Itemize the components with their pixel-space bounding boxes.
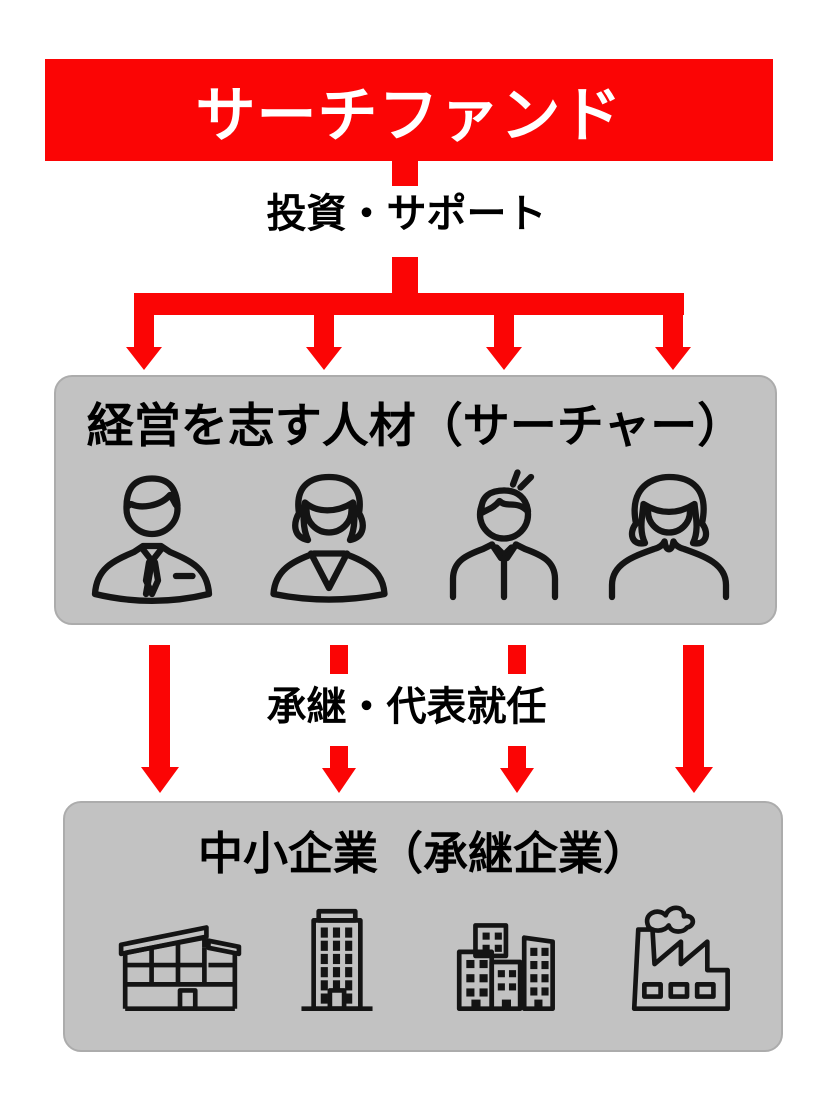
young-man-shirt-icon <box>429 459 579 615</box>
office-tower-icon <box>271 887 403 1035</box>
search-fund-banner: サーチファンド <box>45 59 773 161</box>
searchers-box: 経営を志す人材（サーチャー） <box>54 375 777 625</box>
connector-stub-top <box>392 161 418 186</box>
arrowhead-down-icon <box>486 347 522 370</box>
arrowhead-down-icon <box>500 768 534 793</box>
arrowhead-down-icon <box>126 347 162 370</box>
woman-long-hair-icon <box>594 459 744 615</box>
branch-bar <box>134 293 684 315</box>
businesswoman-bob-icon <box>254 459 404 615</box>
warehouse-building-icon <box>113 887 245 1035</box>
searchers-box-title: 経営を志す人材（サーチャー） <box>86 399 745 452</box>
companies-box: 中小企業（承継企業） <box>63 801 783 1052</box>
factory-icon <box>620 887 752 1035</box>
arrowhead-down-icon <box>141 767 179 793</box>
arrowhead-down-icon <box>655 347 691 370</box>
arrowhead-down-icon <box>675 767 713 793</box>
connector-stub-branch <box>392 257 418 295</box>
building-cluster-icon <box>445 887 577 1035</box>
companies-box-title: 中小企業（承継企業） <box>197 828 648 879</box>
banner-title: サーチファンド <box>195 81 623 149</box>
arrowhead-down-icon <box>322 768 356 793</box>
invest-support-label: 投資・サポート <box>266 192 547 236</box>
succession-label: 承継・代表就任 <box>266 685 547 729</box>
arrowhead-down-icon <box>306 347 342 370</box>
businessman-suit-icon <box>77 459 227 615</box>
